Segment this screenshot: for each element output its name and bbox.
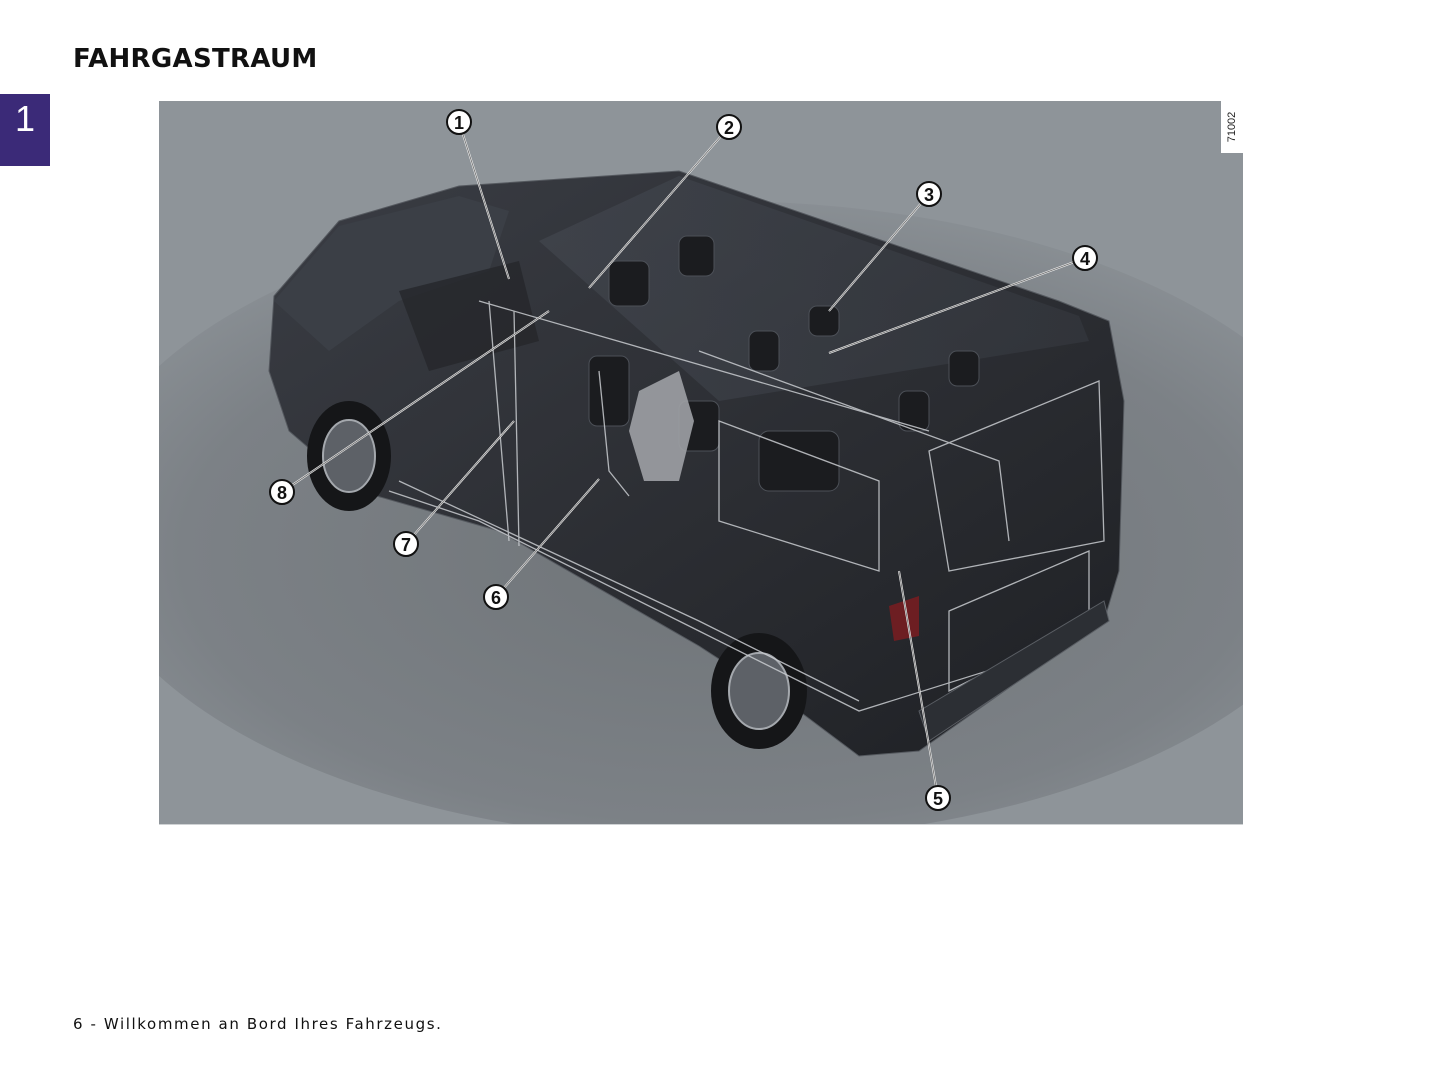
svg-text:8: 8 [277, 483, 287, 503]
van-child-seat [629, 371, 694, 481]
callout-7: 7 [393, 531, 419, 557]
figure-id: 71002 [1226, 111, 1238, 143]
svg-text:1: 1 [454, 113, 464, 133]
callout-leaders-dark [281, 121, 1086, 799]
van-interior-figure: 1 2 3 4 5 6 7 8 [159, 101, 1243, 825]
tail-light [889, 596, 919, 641]
rear-wheel [711, 633, 807, 749]
callout-4: 4 [1072, 245, 1098, 271]
page-title: FAHRGASTRAUM [73, 44, 318, 74]
callout-5: 5 [925, 785, 951, 811]
svg-text:6: 6 [491, 588, 501, 608]
callout-2: 2 [716, 114, 742, 140]
callout-8: 8 [269, 479, 295, 505]
svg-text:4: 4 [1080, 249, 1090, 269]
van-seats [588, 235, 980, 492]
van-outline-lines [388, 300, 1105, 712]
chapter-tab: 1 [0, 94, 50, 166]
page-footer: 6 - Willkommen an Bord Ihres Fahrzeugs. [73, 1015, 443, 1033]
svg-text:7: 7 [401, 535, 411, 555]
svg-text:3: 3 [924, 185, 934, 205]
van-illustration: 1 2 3 4 5 6 7 8 [159, 109, 1243, 824]
figure-id-label: 71002 [1221, 101, 1243, 153]
callout-3: 3 [916, 181, 942, 207]
van-windshield [399, 261, 539, 371]
van-hood [274, 196, 509, 351]
svg-text:2: 2 [724, 118, 734, 138]
front-wheel [307, 401, 391, 511]
callout-1: 1 [446, 109, 472, 135]
chapter-number: 1 [14, 98, 36, 139]
svg-text:5: 5 [933, 789, 943, 809]
callout-6: 6 [483, 584, 509, 610]
van-roof [539, 176, 1089, 401]
